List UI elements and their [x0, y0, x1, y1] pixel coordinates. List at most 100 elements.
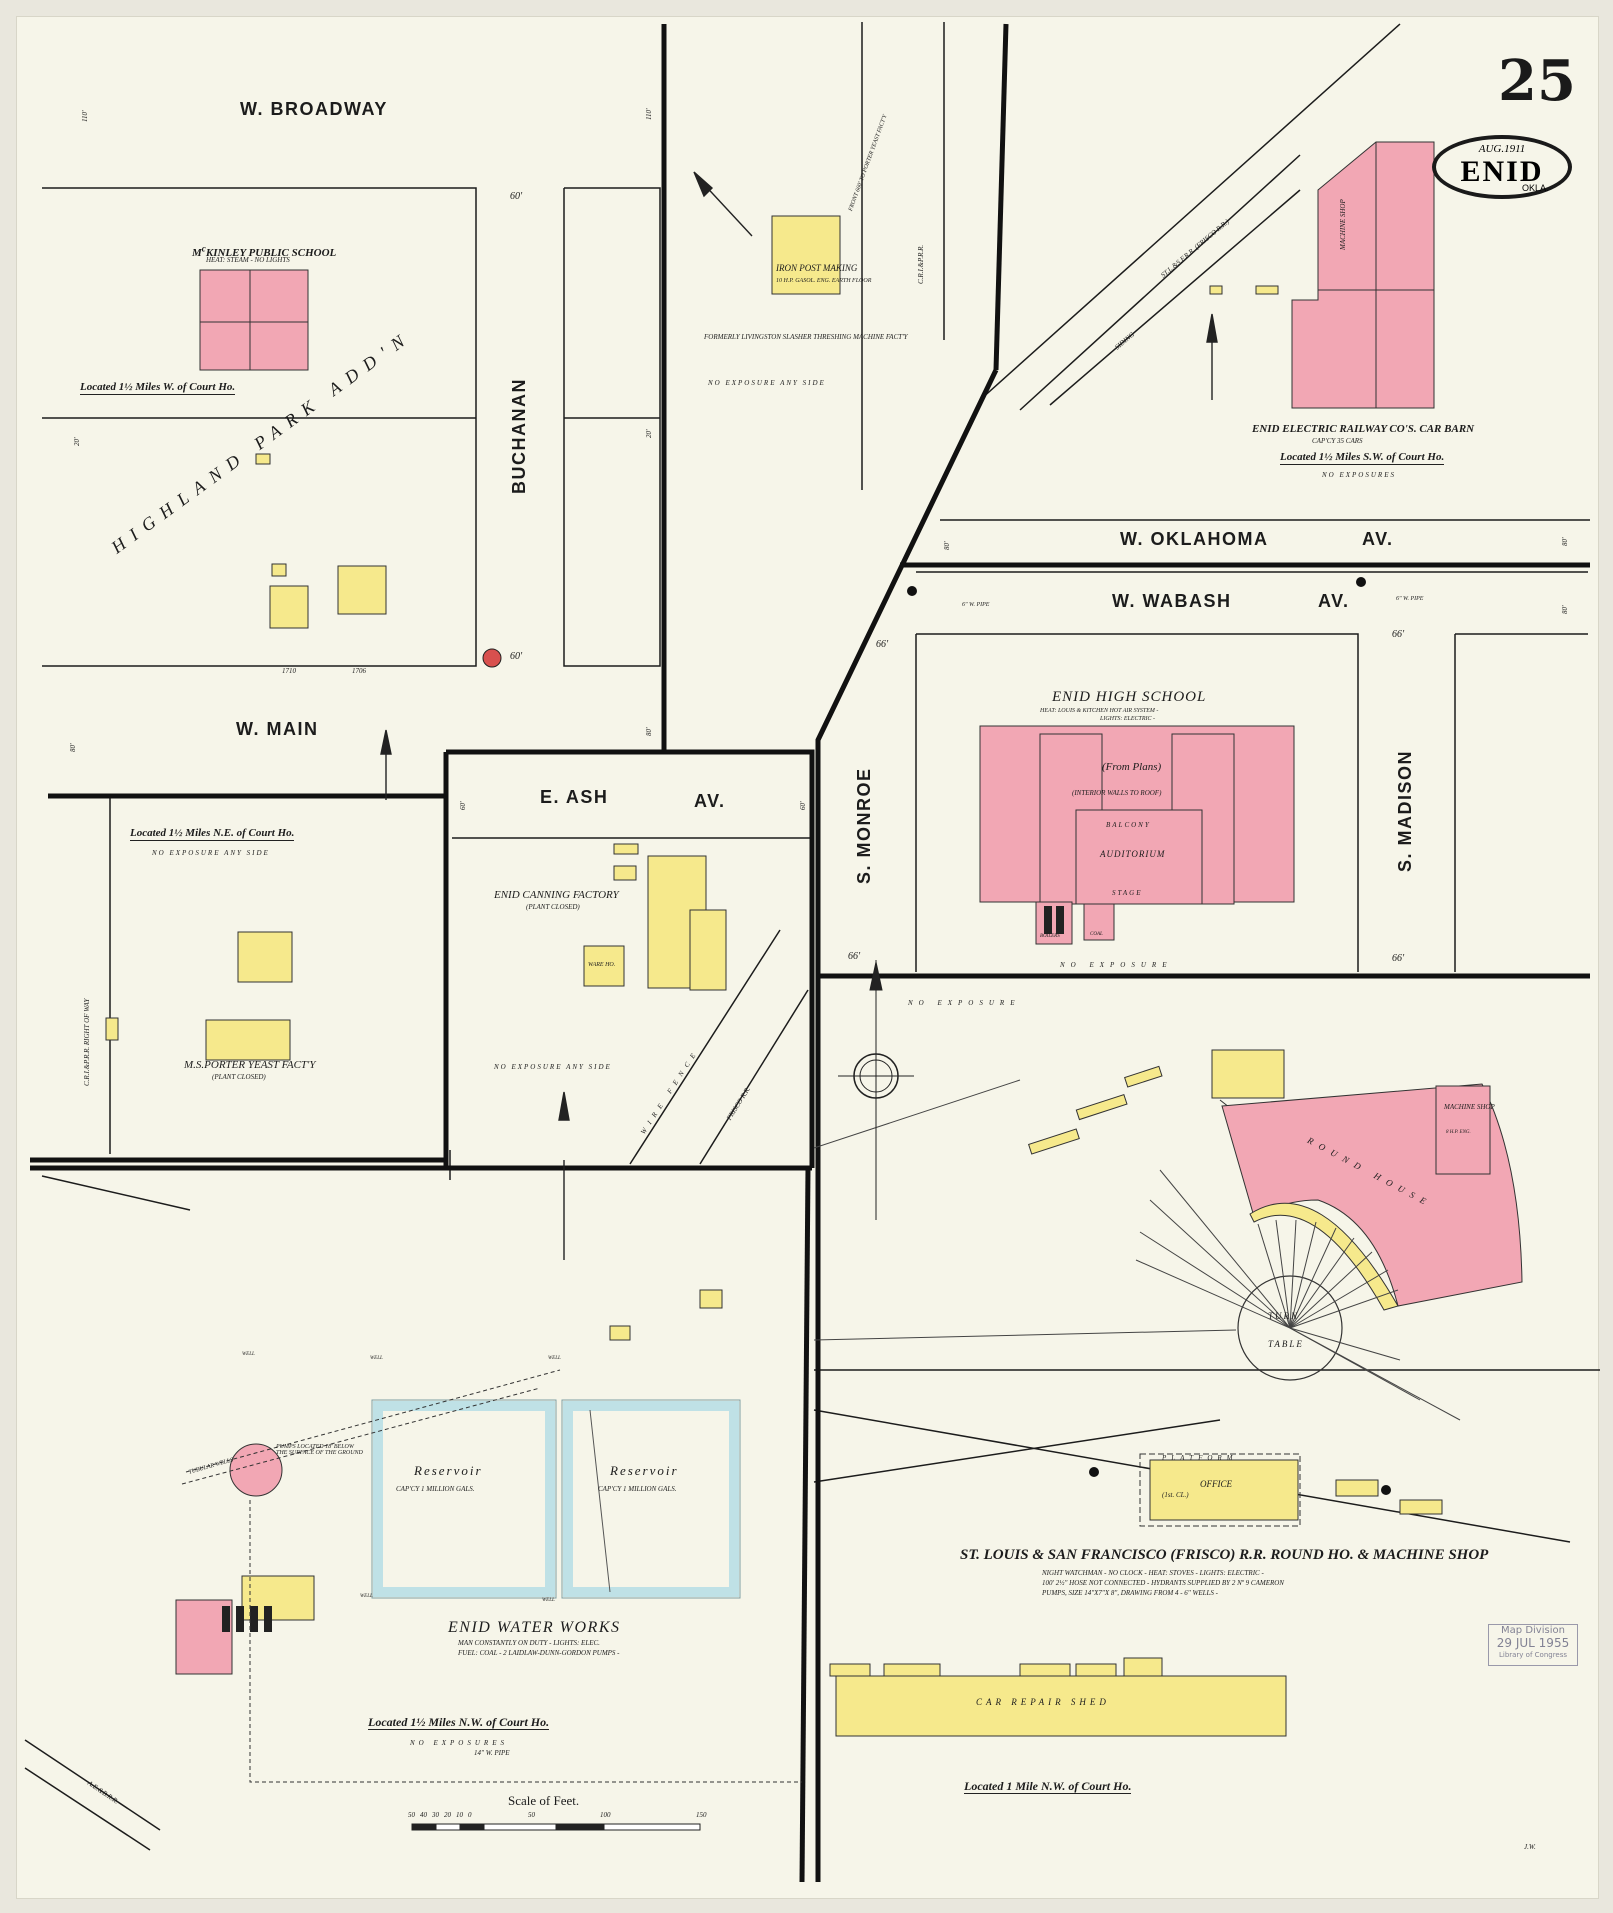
canning-wing — [689, 909, 727, 991]
high-school-boilers: BOILERS — [1040, 934, 1060, 939]
platform-label: PLATFORM — [1162, 1454, 1238, 1462]
dim: 66' — [1392, 953, 1405, 964]
reservoir-2-capacity: CAP'CY 1 MILLION GALS. — [598, 1485, 677, 1493]
canning-closed: (PLANT CLOSED) — [526, 903, 580, 911]
dim: 80' — [69, 743, 77, 753]
scale-tick: 50 — [528, 1811, 535, 1819]
waterworks-detail2: FUEL: COAL - 2 LAIDLAW-DUNN-GORDON PUMPS… — [458, 1649, 620, 1657]
high-school-halls: (INTERIOR WALLS TO ROOF) — [1072, 789, 1162, 797]
canning-small — [613, 843, 639, 855]
sheet-number: 25 — [1498, 48, 1576, 114]
pump-location-note: PUMPS LOCATED 18' BELOW THE SURFACE OF T… — [276, 1444, 363, 1456]
street-wabash-av: AV. — [1318, 591, 1350, 611]
high-school-detail2: LIGHTS: ELECTRIC - — [1100, 716, 1156, 722]
carbarn-cap: CAP'CY 35 CARS — [1312, 437, 1363, 445]
car-barn — [1291, 141, 1435, 409]
dim: 80' — [1561, 537, 1569, 547]
street-e-ash: E. ASH — [540, 787, 609, 807]
scale-tick: 0 — [468, 1811, 472, 1819]
street-w-main: W. MAIN — [236, 719, 319, 739]
street-w-wabash: W. WABASH — [1112, 591, 1232, 611]
dim: 66' — [876, 639, 889, 650]
well-label: WELL — [548, 1356, 561, 1361]
porter-house — [237, 931, 293, 983]
carbarn-shop: MACHINE SHOP — [1339, 199, 1347, 250]
carbarn-name: ENID ELECTRIC RAILWAY CO'S. CAR BARN — [1252, 423, 1475, 435]
street-e-ash-av: AV. — [694, 791, 726, 811]
canning-warehouse: WARE HO. — [588, 962, 616, 968]
high-school — [979, 725, 1295, 905]
canning-small — [613, 865, 637, 881]
scale-label: Scale of Feet. — [508, 1793, 580, 1808]
iron-post-name: IRON POST MAKING — [776, 263, 858, 273]
mckinley-detail: HEAT: STEAM - NO LIGHTS — [206, 256, 290, 264]
porter-shed — [105, 1017, 119, 1041]
high-school-balcony: BALCONY — [1106, 821, 1151, 829]
turn-table — [1237, 1275, 1343, 1381]
street-s-monroe: S. MONROE — [854, 767, 874, 884]
address: 1706 — [352, 667, 366, 675]
waterworks-location: Located 1½ Miles N.W. of Court Ho. — [368, 1715, 550, 1730]
rr-cri-left: C.R.I.&P.R.R. RIGHT OF WAY — [83, 998, 91, 1086]
rr-cri-top: C.R.I.&P.R.R. — [917, 244, 925, 284]
scale-tick: 100 — [600, 1811, 611, 1819]
canning-name: ENID CANNING FACTORY — [494, 889, 619, 901]
dim: 60' — [459, 801, 467, 811]
dim: 60' — [510, 651, 523, 662]
porter-factory — [205, 1019, 291, 1061]
stamp-line: 29 JUL 1955 — [1496, 1636, 1570, 1650]
carbarn-location: Located 1½ Miles S.W. of Court Ho. — [1280, 451, 1445, 465]
waterworks-noexp: NO EXPOSURES — [410, 1739, 508, 1747]
stamp-line: Map Division — [1501, 1625, 1565, 1636]
carbarn-noexp: NO EXPOSURES — [1322, 471, 1396, 479]
office-label: OFFICE — [1200, 1479, 1232, 1489]
high-school-detail1: HEAT: LOUIS & KITCHEN HOT AIR SYSTEM - — [1040, 708, 1159, 714]
waterworks-name: ENID WATER WORKS — [448, 1619, 621, 1636]
pump-pit — [229, 1443, 283, 1497]
frame-shed — [255, 453, 271, 465]
fire-alarm-box — [482, 648, 502, 668]
dwelling — [337, 565, 387, 615]
well-label: WELL — [360, 1594, 373, 1599]
state-name: OKLA. — [1522, 183, 1549, 193]
well-label: WELL — [542, 1598, 555, 1603]
scale-tick: 20 — [444, 1811, 451, 1819]
water-pipe-label: 6" W. PIPE — [962, 602, 990, 608]
scale-tick: 40 — [420, 1811, 427, 1819]
city-name: ENID — [1460, 155, 1544, 188]
street-buchanan: BUCHANAN — [509, 378, 529, 494]
high-school-name: ENID HIGH SCHOOL — [1052, 689, 1207, 705]
sheet-date: AUG.1911 — [1478, 143, 1526, 155]
waterworks-detail1: MAN CONSTANTLY ON DUTY - LIGHTS: ELEC. — [458, 1639, 600, 1647]
rh-machine-shop-eng: 8 H.P. ENG. — [1446, 1130, 1471, 1135]
turntable-label-2: TABLE — [1268, 1339, 1304, 1349]
roundhouse-detail3: PUMPS, SIZE 14"X7"X 8", DRAWING FROM 4 -… — [1042, 1589, 1218, 1597]
dim: 80' — [943, 541, 951, 551]
dim: 20' — [73, 437, 81, 447]
scale-tick: 30 — [432, 1811, 439, 1819]
dim: 60' — [799, 801, 807, 811]
street-s-madison: S. MADISON — [1395, 749, 1415, 872]
porter-closed: (PLANT CLOSED) — [212, 1073, 266, 1081]
street-w-oklahoma: W. OKLAHOMA — [1120, 529, 1269, 549]
block-outline — [42, 187, 477, 667]
porter-name: M.S.PORTER YEAST FACT'Y — [184, 1059, 316, 1071]
dim: 80' — [645, 727, 653, 737]
high-school-noexp: NO EXPOSURE — [1060, 961, 1173, 969]
roundhouse-detail2: 100' 2½" HOSE NOT CONNECTED - HYDRANTS S… — [1042, 1579, 1284, 1587]
dim: 80' — [1561, 605, 1569, 615]
stamp-line: Library of Congress — [1498, 1651, 1568, 1659]
car-repair-shed-label: CAR REPAIR SHED — [976, 1697, 1110, 1707]
address: 1710 — [282, 667, 296, 675]
dim: 66' — [1392, 629, 1405, 640]
canning-noexp: NO EXPOSURE ANY SIDE — [494, 1063, 612, 1071]
frame-shed — [271, 563, 287, 577]
warehouse — [583, 945, 625, 987]
city-badge: AUG.1911 ENID OKLA. — [1432, 135, 1572, 199]
dim: 60' — [510, 191, 523, 202]
porter-location: Located 1½ Miles N.E. of Court Ho. — [130, 827, 295, 841]
street-oklahoma-av: AV. — [1362, 529, 1394, 549]
high-school-plans: (From Plans) — [1102, 761, 1162, 773]
high-school-coal: COAL — [1090, 932, 1103, 937]
